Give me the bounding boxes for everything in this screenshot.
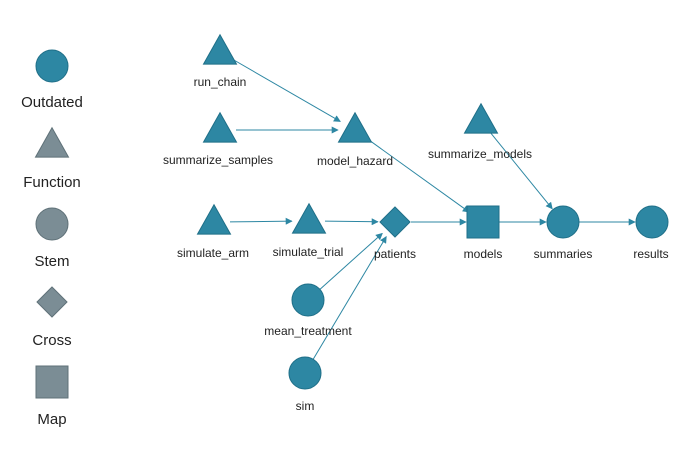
node-patients-diamond-symbol: [379, 206, 411, 238]
node-results[interactable]: results: [633, 205, 669, 261]
legend-function-triangle-symbol: [34, 126, 70, 158]
edge-summarize_models-to-summaries: [490, 133, 553, 210]
node-run_chain[interactable]: run_chain: [194, 33, 247, 89]
node-simulate_arm-label: simulate_arm: [177, 246, 249, 260]
node-model_hazard-triangle-symbol: [337, 111, 373, 143]
legend-map-label: Map: [37, 411, 66, 428]
edges: [229, 59, 636, 360]
node-summaries[interactable]: summaries: [534, 205, 593, 261]
node-models-label: models: [464, 247, 503, 261]
legend-map-square-symbol: [35, 365, 69, 399]
node-sim-label: sim: [296, 399, 315, 413]
legend-cross-diamond-symbol: [36, 286, 68, 318]
node-patients[interactable]: patients: [374, 206, 416, 261]
node-summarize_samples-triangle-symbol: [202, 111, 238, 143]
node-summaries-circle-symbol: [546, 205, 580, 239]
edge-run_chain-to-model_hazard: [233, 59, 341, 122]
legend-outdated-label: Outdated: [21, 94, 83, 111]
edge-sim-to-patients: [312, 236, 387, 360]
node-model_hazard[interactable]: model_hazard: [317, 111, 393, 168]
edge-mean_treatment-to-patients: [319, 232, 383, 290]
node-summarize_models[interactable]: summarize_models: [428, 102, 532, 161]
legend-stem-circle-symbol: [35, 207, 69, 241]
node-model_hazard-label: model_hazard: [317, 154, 393, 168]
node-simulate_trial-label: simulate_trial: [273, 245, 344, 259]
node-simulate_arm[interactable]: simulate_arm: [177, 203, 249, 260]
node-summarize_samples-label: summarize_samples: [163, 153, 273, 167]
legend-cross-label: Cross: [32, 332, 71, 349]
node-results-circle-symbol: [635, 205, 669, 239]
node-sim[interactable]: sim: [288, 356, 322, 413]
node-simulate_trial-triangle-symbol: [291, 202, 327, 234]
node-models[interactable]: models: [464, 205, 503, 261]
node-mean_treatment-label: mean_treatment: [264, 324, 352, 338]
node-patients-label: patients: [374, 247, 416, 261]
node-simulate_trial[interactable]: simulate_trial: [273, 202, 344, 259]
node-models-square-symbol: [466, 205, 500, 239]
node-sim-circle-symbol: [288, 356, 322, 390]
node-run_chain-triangle-symbol: [202, 33, 238, 65]
edge-simulate_trial-to-patients: [324, 218, 379, 226]
node-mean_treatment[interactable]: mean_treatment: [264, 283, 352, 338]
legend-stem-label: Stem: [34, 253, 69, 270]
legend-outdated-circle-symbol: [35, 49, 69, 83]
edge-simulate_arm-to-simulate_trial: [229, 217, 293, 225]
legend-function-label: Function: [23, 174, 81, 191]
node-summarize_models-triangle-symbol: [463, 102, 499, 134]
edge-model_hazard-to-models: [367, 138, 470, 213]
node-simulate_arm-triangle-symbol: [196, 203, 232, 235]
node-summarize_models-label: summarize_models: [428, 147, 532, 161]
node-run_chain-label: run_chain: [194, 75, 247, 89]
node-mean_treatment-circle-symbol: [291, 283, 325, 317]
node-results-label: results: [633, 247, 668, 261]
node-summaries-label: summaries: [534, 247, 593, 261]
node-summarize_samples[interactable]: summarize_samples: [163, 111, 273, 167]
